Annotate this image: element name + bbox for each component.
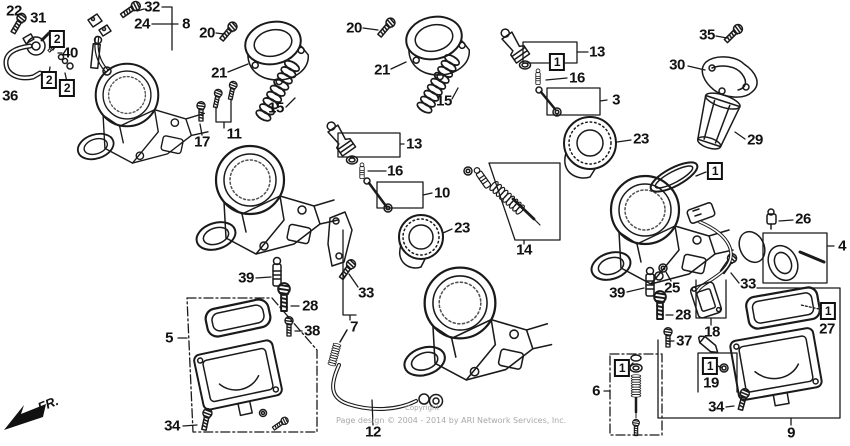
part-label-12-41: 12 xyxy=(365,423,381,441)
watermark-credit: Page design © 2004 - 2014 by ARI Network… xyxy=(336,416,567,425)
throttle-sensor-18 xyxy=(689,281,723,319)
fr-label: FR. xyxy=(36,393,61,415)
jet-needle-3 xyxy=(535,86,562,117)
part-label-39-42: 39 xyxy=(609,284,625,302)
part-label-34-52: 34 xyxy=(708,398,724,416)
part-label-23-21: 23 xyxy=(454,219,470,237)
vent-tube-36 xyxy=(3,43,43,81)
part-label-1-31: 1 xyxy=(706,162,724,180)
part-label-8-4: 8 xyxy=(182,15,190,33)
part-label-36-9: 36 xyxy=(2,87,18,105)
part-label-4-33: 4 xyxy=(838,237,846,255)
cable-clips-24 xyxy=(87,13,112,37)
part-label-17-12: 17 xyxy=(194,133,210,151)
diaphragm-piston-23-right xyxy=(563,116,617,179)
part-label-30-29: 30 xyxy=(669,56,685,74)
part-label-11-13: 11 xyxy=(226,125,242,143)
part-label-27-54: 27 xyxy=(819,320,835,338)
float-bowl-left xyxy=(193,339,283,417)
part-label-2-8: 2 xyxy=(58,79,76,97)
part-label-1-24: 1 xyxy=(548,53,566,71)
part-label-20-10: 20 xyxy=(199,24,215,42)
diaphragm-piston-23-center xyxy=(398,214,444,269)
part-label-21-11: 21 xyxy=(211,64,227,82)
watermark-copyright: Copyright xyxy=(405,404,440,412)
part-label-38-36: 38 xyxy=(304,322,320,340)
part-label-31-1: 31 xyxy=(30,9,46,27)
part-label-1-50: 1 xyxy=(701,357,719,375)
part-label-21-16: 21 xyxy=(374,61,390,79)
insulator-gasket-1 xyxy=(649,161,699,193)
part-label-33-39: 33 xyxy=(358,284,374,302)
part-label-23-27: 23 xyxy=(633,130,649,148)
part-label-34-38: 34 xyxy=(164,417,180,435)
part-label-3-26: 3 xyxy=(612,91,620,109)
group-brackets xyxy=(151,6,841,419)
part-label-5-37: 5 xyxy=(165,329,173,347)
part-label-9-53: 9 xyxy=(787,424,795,442)
drain-screw-19 xyxy=(697,335,719,354)
throttle-cable-12 xyxy=(327,329,444,412)
bracket-30 xyxy=(701,56,758,98)
part-label-26-32: 26 xyxy=(795,210,811,228)
part-label-2-5: 2 xyxy=(48,30,66,48)
part-label-25-43: 25 xyxy=(664,279,680,297)
bowl-gasket-left xyxy=(204,298,272,338)
part-label-28-44: 28 xyxy=(675,306,691,324)
part-label-16-19: 16 xyxy=(387,162,403,180)
part-label-35-28: 35 xyxy=(699,26,715,44)
part-label-7-40: 7 xyxy=(350,318,358,336)
drain-screw-left xyxy=(258,408,291,433)
part-label-6-49: 6 xyxy=(592,382,600,400)
washer-13-left xyxy=(345,155,359,165)
fr-direction-arrow: FR. xyxy=(4,393,61,430)
part-label-24-3: 24 xyxy=(134,15,150,33)
bowl-gasket-27 xyxy=(745,286,821,330)
choke-linkage xyxy=(90,35,112,76)
part-label-15-17: 15 xyxy=(436,92,452,110)
part-label-15-14: 15 xyxy=(268,99,284,117)
part-label-10-20: 10 xyxy=(434,184,450,202)
pilot-screw-26 xyxy=(766,208,777,230)
sensor-wire-harness xyxy=(686,202,733,294)
part-label-32-2: 32 xyxy=(144,0,160,16)
part-label-1-48: 1 xyxy=(613,359,631,377)
part-label-37-45: 37 xyxy=(676,332,692,350)
part-label-40-6: 40 xyxy=(62,44,78,62)
part-label-2-7: 2 xyxy=(40,71,58,89)
part-label-18-47: 18 xyxy=(704,323,720,341)
small-fasteners-40 xyxy=(57,53,74,70)
part-label-28-35: 28 xyxy=(302,297,318,315)
part-label-1-55: 1 xyxy=(819,302,837,320)
part-label-22-0: 22 xyxy=(6,2,22,20)
part-label-13-23: 13 xyxy=(589,43,605,61)
cap-29 xyxy=(696,92,741,150)
part-label-13-18: 13 xyxy=(406,135,422,153)
part-label-29-30: 29 xyxy=(747,131,763,149)
dash-dot-boxes xyxy=(186,297,663,436)
part-label-16-25: 16 xyxy=(569,69,585,87)
needle-valve-set-14 xyxy=(463,165,541,226)
float-bowl-right xyxy=(729,327,823,407)
part-label-14-22: 14 xyxy=(516,241,532,259)
stay-bracket-7 xyxy=(327,211,353,267)
part-label-19-51: 19 xyxy=(703,374,719,392)
nut-25 xyxy=(658,263,668,273)
part-label-33-46: 33 xyxy=(740,275,756,293)
part-label-20-15: 20 xyxy=(346,19,362,37)
part-label-39-34: 39 xyxy=(238,269,254,287)
